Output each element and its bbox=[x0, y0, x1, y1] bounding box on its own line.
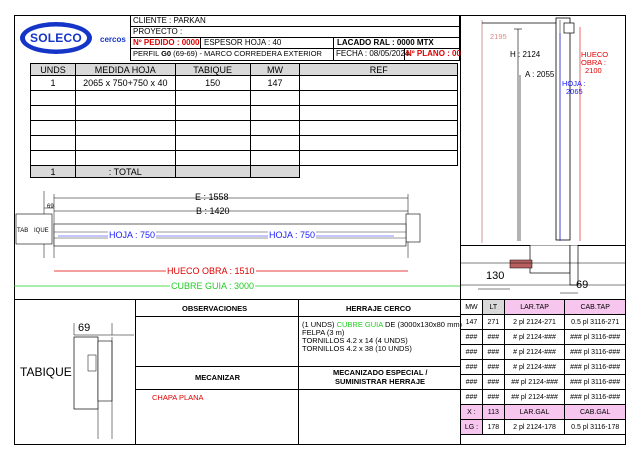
plan-hueco-obra: HUECO OBRA : 1510 bbox=[166, 266, 256, 276]
pedido-field: Nº PEDIDO : 0000 bbox=[133, 38, 200, 47]
mecanizado-title-2: SUMINISTRAR HERRAJE bbox=[335, 377, 426, 386]
herraje-line-4: TORNILLOS 4.2 x 38 (10 UNDS) bbox=[302, 344, 412, 353]
hw-row: ###### ## pl 2124-###### pl 3116-### bbox=[460, 389, 626, 405]
table-cell bbox=[299, 75, 458, 91]
herraje-line-3: TORNILLOS 4.2 x 14 (4 UNDS) bbox=[302, 336, 408, 345]
plan-hoja-left: HOJA : 750 bbox=[108, 230, 157, 240]
hw-row: ###### # pl 2124-###### pl 3116-### bbox=[460, 329, 626, 345]
elev-hueco-3: 2100 bbox=[585, 66, 602, 75]
herraje-title: HERRAJE CERCO bbox=[346, 304, 412, 313]
elev-hueco-2: OBRA : bbox=[581, 58, 607, 67]
hw-row: ###### ## pl 2124-###### pl 3116-### bbox=[460, 374, 626, 390]
fecha-field: FECHA : 08/05/2024 bbox=[336, 49, 410, 58]
order-table: UNDS MEDIDA HOJA TABIQUE MW REF 1 2065 x… bbox=[30, 63, 458, 178]
section-detail-drawing bbox=[460, 245, 626, 294]
plano-field: Nº PLANO : 00 bbox=[406, 49, 461, 58]
elevation-drawing bbox=[481, 17, 581, 243]
table-cell: 150 bbox=[174, 75, 251, 91]
jamb-detail-drawing bbox=[73, 323, 134, 439]
table-row: 1 2065 x 750+750 x 40 150 147 bbox=[30, 75, 458, 91]
table-row bbox=[30, 135, 458, 151]
logo-subtext: cercos bbox=[100, 35, 126, 44]
hw-header-row: MW LT LAR.TAP CAB.TAP bbox=[460, 299, 626, 315]
hw-row: ###### # pl 2124-###### pl 3116-### bbox=[460, 359, 626, 375]
col-header: MW bbox=[249, 63, 301, 76]
table-total-row: 1 : TOTAL bbox=[30, 165, 458, 178]
soleco-logo-icon bbox=[20, 22, 92, 54]
section-dim-130: 130 bbox=[486, 270, 505, 282]
section-dim-69: 69 bbox=[576, 279, 589, 291]
table-row bbox=[30, 105, 458, 121]
table-cell: 1 bbox=[30, 75, 76, 91]
col-header: UNDS bbox=[30, 63, 76, 76]
table-row bbox=[30, 90, 458, 106]
chapa-note: CHAPA PLANA bbox=[152, 393, 204, 402]
plan-dim-69: 69 bbox=[47, 204, 54, 210]
elev-a: A : 2055 bbox=[525, 70, 555, 79]
header-block bbox=[130, 15, 460, 61]
herraje-line-1: (1 UNDS) CUBRE GUIA DE (3000x130x80 mm) bbox=[302, 320, 463, 329]
divider-right-column bbox=[460, 15, 461, 445]
elev-hoja-2: 2065 bbox=[566, 87, 583, 96]
detail-tabique: TABIQUE bbox=[20, 365, 72, 379]
col-header: REF bbox=[299, 63, 458, 76]
plan-dim-e: E : 1558 bbox=[195, 192, 229, 202]
col-header: MEDIDA HOJA bbox=[74, 63, 176, 76]
hw-row: ###### # pl 2124-###### pl 3116-### bbox=[460, 344, 626, 360]
table-cell: 147 bbox=[249, 75, 301, 91]
hw-x-row: X : 113 LAR.GAL CAB.GAL bbox=[460, 404, 626, 420]
plan-dim-b: B : 1420 bbox=[196, 206, 230, 216]
plan-tabique-2: IQUE bbox=[34, 228, 49, 234]
table-row bbox=[30, 150, 458, 166]
herraje-line-2: FELPA (3 m) bbox=[302, 328, 345, 337]
perfil-field: PERFIL G0 (69-69) - MARCO CORREDERA EXTE… bbox=[133, 49, 322, 58]
hw-lg-row: LG : 178 2 pl 2124-178 0.5 pl 3116-178 bbox=[460, 419, 626, 435]
elev-h: H : 2124 bbox=[510, 50, 541, 59]
lacado-field: LACADO RAL : 0000 MTX bbox=[337, 38, 434, 47]
logo-text: SOLECO bbox=[30, 31, 82, 45]
proyecto-field: PROYECTO : bbox=[133, 27, 183, 36]
plan-cubre-guia: CUBRE GUIA : 3000 bbox=[170, 281, 256, 291]
espesor-field: ESPESOR HOJA : 40 bbox=[204, 38, 282, 47]
table-row bbox=[30, 120, 458, 136]
col-header: TABIQUE bbox=[174, 63, 251, 76]
table-cell: 2065 x 750+750 x 40 bbox=[74, 75, 176, 91]
mecanizar-title: MECANIZAR bbox=[195, 373, 240, 382]
total-units: 1 bbox=[30, 165, 76, 178]
cliente-field: CLIENTE : PARKAN bbox=[133, 16, 206, 25]
elev-hueco-1: HUECO bbox=[581, 50, 609, 59]
total-label: : TOTAL bbox=[74, 165, 176, 178]
elev-hoja-1: HOJA : bbox=[562, 79, 586, 88]
elev-top-dim: 2195 bbox=[490, 32, 507, 41]
mecanizado-title-1: MECANIZADO ESPECIAL / bbox=[333, 368, 428, 377]
perfil-code: G0 bbox=[161, 49, 172, 58]
plan-tabique-1: TAB bbox=[17, 228, 29, 234]
table-header-row: UNDS MEDIDA HOJA TABIQUE MW REF bbox=[30, 63, 458, 76]
plan-drawing bbox=[14, 191, 460, 287]
company-logo: SOLECO cercos bbox=[16, 19, 128, 57]
detail-dim-69: 69 bbox=[78, 322, 91, 334]
divider-lower-section bbox=[14, 299, 626, 300]
plan-hoja-right: HOJA : 750 bbox=[268, 230, 317, 240]
observaciones-title: OBSERVACIONES bbox=[182, 304, 248, 313]
